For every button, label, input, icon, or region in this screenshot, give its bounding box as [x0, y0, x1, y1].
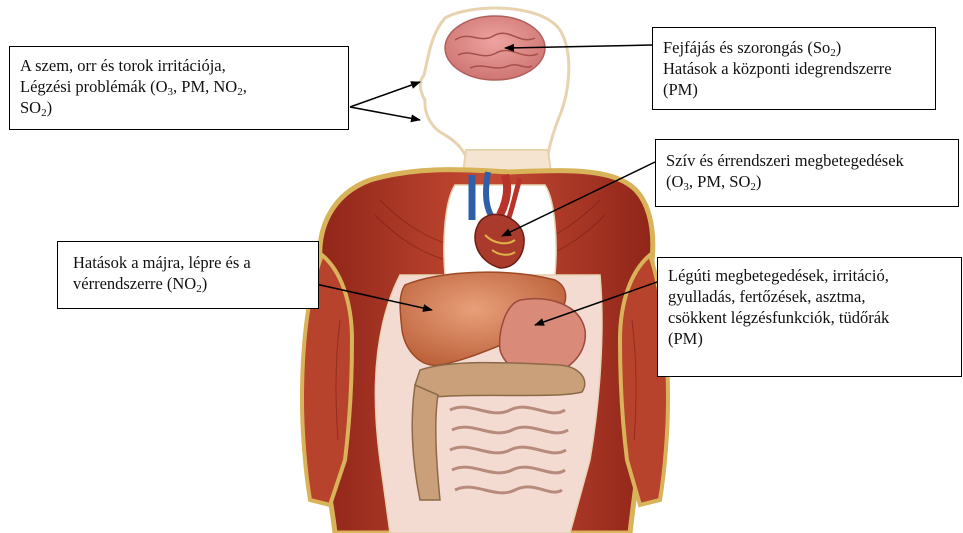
arrow-eyes-to-eye [350, 82, 420, 107]
callout-brain-line1: Fejfájás és szorongás (So2) [663, 37, 925, 58]
callout-eyes-nose-throat: A szem, orr és torok irritációja, Légzés… [9, 46, 349, 130]
callout-brain: Fejfájás és szorongás (So2) Hatások a kö… [652, 27, 936, 110]
callout-lungs-line4: (PM) [668, 328, 951, 349]
callout-heart-line1: Szív és érrendszeri megbetegedések [666, 150, 948, 171]
callout-brain-line2: Hatások a központi idegrendszerre [663, 58, 925, 79]
callout-eyes-line1: A szem, orr és torok irritációja, [20, 55, 338, 76]
callout-liver-line1: Hatások a májra, lépre és a [73, 252, 308, 273]
callout-heart-line2: (O3, PM, SO2) [666, 171, 948, 192]
callout-brain-line3: (PM) [663, 79, 925, 100]
callout-lungs-line3: csökkent légzésfunkciók, tüdőrák [668, 307, 951, 328]
callout-heart: Szív és érrendszeri megbetegedések (O3, … [655, 139, 959, 207]
callout-liver: Hatások a májra, lépre és a vérrendszerr… [57, 241, 319, 309]
ascending-colon [412, 385, 440, 500]
callout-lungs-line1: Légúti megbetegedések, irritáció, [668, 265, 951, 286]
callout-lungs-line2: gyulladás, fertőzések, asztma, [668, 286, 951, 307]
callout-respiratory: Légúti megbetegedések, irritáció, gyulla… [657, 257, 962, 377]
arrow-eyes-to-mouth [350, 107, 420, 120]
callout-eyes-line3: SO2) [20, 97, 338, 118]
callout-liver-line2: vérrendszerre (NO2) [73, 273, 308, 294]
large-intestine [415, 363, 585, 397]
callout-eyes-line2: Légzési problémák (O3, PM, NO2, [20, 76, 338, 97]
